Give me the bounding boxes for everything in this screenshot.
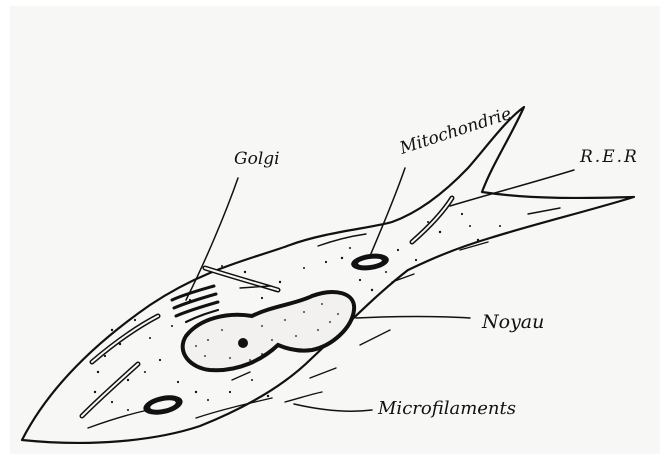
golgi-apparatus — [172, 286, 218, 322]
mitochondrie-leader — [370, 168, 405, 256]
golgi-label: Golgi — [234, 149, 280, 169]
noyau-leader — [356, 317, 470, 319]
rer-label: R.E.R — [579, 147, 639, 167]
mitochondrie-label: Mitochondrie — [396, 104, 514, 159]
cell-membrane — [22, 107, 634, 443]
microfilaments-leader — [294, 404, 372, 411]
microfilaments-label: Microfilaments — [377, 398, 516, 419]
noyau-label: Noyau — [481, 311, 544, 333]
golgi-leader — [186, 178, 238, 300]
nucleolus — [238, 338, 248, 348]
rer-leader — [450, 170, 574, 206]
rer-cisternae — [82, 198, 452, 416]
